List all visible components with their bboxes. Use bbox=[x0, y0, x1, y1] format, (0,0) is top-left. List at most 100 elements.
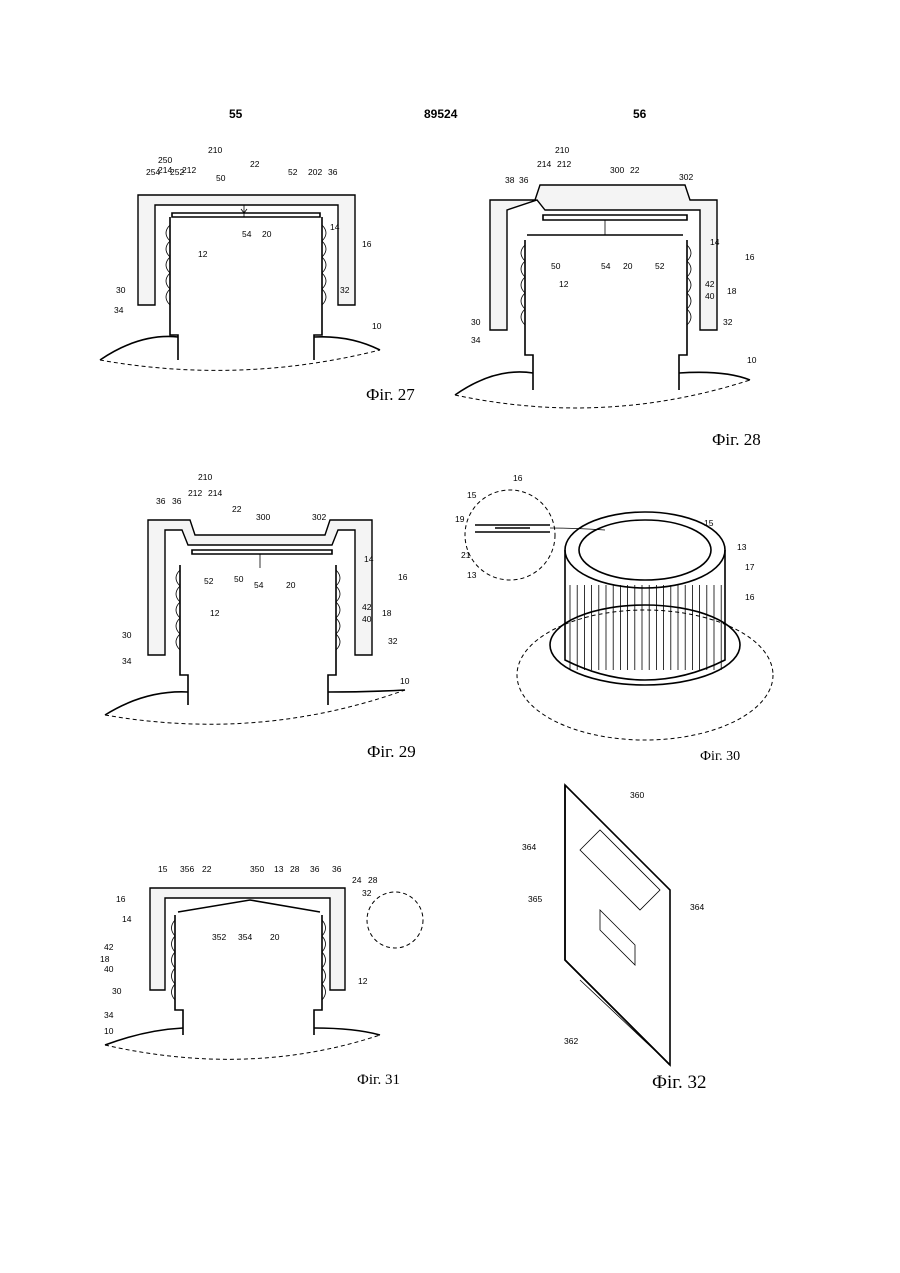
reference-label: 14 bbox=[122, 914, 132, 924]
reference-label: 20 bbox=[286, 580, 296, 590]
reference-label: 20 bbox=[262, 229, 272, 239]
figure-27-drawing: 2102502142122542522250522023614161254203… bbox=[100, 145, 400, 375]
reference-label: 19 bbox=[455, 514, 465, 524]
reference-label: 40 bbox=[705, 291, 715, 301]
reference-label: 352 bbox=[212, 932, 226, 942]
reference-label: 12 bbox=[358, 976, 368, 986]
reference-label: 34 bbox=[471, 335, 481, 345]
reference-label: 54 bbox=[254, 580, 264, 590]
reference-label: 16 bbox=[745, 252, 755, 262]
figure-31-drawing: 1535622350132836362428163214352354204218… bbox=[100, 850, 430, 1070]
figure-28: 2102142123002230238361416505420521242401… bbox=[455, 145, 775, 415]
reference-label: 38 bbox=[505, 175, 515, 185]
reference-label: 50 bbox=[216, 173, 226, 183]
reference-label: 360 bbox=[630, 790, 644, 800]
reference-label: 54 bbox=[242, 229, 252, 239]
reference-label: 34 bbox=[122, 656, 132, 666]
reference-label: 12 bbox=[559, 279, 569, 289]
reference-label: 30 bbox=[116, 285, 126, 295]
reference-label: 40 bbox=[362, 614, 372, 624]
reference-label: 18 bbox=[100, 954, 110, 964]
reference-label: 13 bbox=[274, 864, 284, 874]
reference-label: 302 bbox=[679, 172, 693, 182]
caption-fig-27: Фіг. 27 bbox=[366, 385, 415, 405]
caption-fig-28: Фіг. 28 bbox=[712, 430, 761, 450]
reference-label: 30 bbox=[112, 986, 122, 996]
reference-label: 22 bbox=[232, 504, 242, 514]
reference-label: 36 bbox=[310, 864, 320, 874]
reference-label: 210 bbox=[208, 145, 222, 155]
reference-label: 16 bbox=[362, 239, 372, 249]
reference-label: 50 bbox=[551, 261, 561, 271]
figure-30-drawing: 161519211315131716 bbox=[455, 470, 785, 760]
reference-label: 17 bbox=[745, 562, 755, 572]
reference-label: 36 bbox=[172, 496, 182, 506]
reference-label: 212 bbox=[557, 159, 571, 169]
reference-label: 350 bbox=[250, 864, 264, 874]
reference-label: 15 bbox=[467, 490, 477, 500]
reference-label: 30 bbox=[122, 630, 132, 640]
reference-label: 364 bbox=[522, 842, 536, 852]
reference-label: 14 bbox=[710, 237, 720, 247]
reference-label: 16 bbox=[745, 592, 755, 602]
reference-label: 214 bbox=[208, 488, 222, 498]
reference-label: 16 bbox=[116, 894, 126, 904]
reference-label: 40 bbox=[104, 964, 114, 974]
reference-label: 300 bbox=[610, 165, 624, 175]
reference-label: 16 bbox=[398, 572, 408, 582]
figure-29-drawing: 2102122143636223003021416525054204240181… bbox=[100, 470, 420, 730]
reference-label: 52 bbox=[288, 167, 298, 177]
reference-label: 15 bbox=[704, 518, 714, 528]
reference-label: 10 bbox=[104, 1026, 114, 1036]
reference-label: 254 bbox=[146, 167, 160, 177]
reference-label: 362 bbox=[564, 1036, 578, 1046]
reference-label: 13 bbox=[737, 542, 747, 552]
caption-fig-29: Фіг. 29 bbox=[367, 742, 416, 762]
reference-label: 15 bbox=[158, 864, 168, 874]
reference-label: 36 bbox=[332, 864, 342, 874]
figure-27: 2102502142122542522250522023614161254203… bbox=[100, 145, 400, 375]
reference-label: 50 bbox=[234, 574, 244, 584]
figure-32-drawing: 360 364 365 364 362 bbox=[520, 780, 720, 1080]
reference-label: 30 bbox=[471, 317, 481, 327]
reference-label: 210 bbox=[198, 472, 212, 482]
reference-label: 18 bbox=[727, 286, 737, 296]
reference-label: 364 bbox=[690, 902, 704, 912]
reference-label: 12 bbox=[198, 249, 208, 259]
figure-28-drawing: 2102142123002230238361416505420521242401… bbox=[455, 145, 775, 415]
reference-label: 365 bbox=[528, 894, 542, 904]
reference-label: 34 bbox=[114, 305, 124, 315]
reference-label: 10 bbox=[400, 676, 410, 686]
reference-label: 16 bbox=[513, 473, 523, 483]
reference-label: 13 bbox=[467, 570, 477, 580]
reference-label: 214 bbox=[537, 159, 551, 169]
reference-label: 42 bbox=[705, 279, 715, 289]
reference-label: 252 bbox=[170, 167, 184, 177]
reference-label: 36 bbox=[156, 496, 166, 506]
reference-label: 36 bbox=[328, 167, 338, 177]
reference-label: 14 bbox=[330, 222, 340, 232]
reference-label: 212 bbox=[188, 488, 202, 498]
reference-label: 12 bbox=[210, 608, 220, 618]
reference-label: 202 bbox=[308, 167, 322, 177]
reference-label: 14 bbox=[364, 554, 374, 564]
reference-label: 52 bbox=[655, 261, 665, 271]
page-number-left: 55 bbox=[229, 107, 242, 121]
reference-label: 34 bbox=[104, 1010, 114, 1020]
reference-label: 32 bbox=[723, 317, 733, 327]
figure-29: 2102122143636223003021416525054204240181… bbox=[100, 470, 420, 730]
reference-label: 54 bbox=[601, 261, 611, 271]
reference-label: 250 bbox=[158, 155, 172, 165]
reference-label: 32 bbox=[340, 285, 350, 295]
caption-fig-30: Фіг. 30 bbox=[700, 749, 740, 765]
reference-label: 20 bbox=[623, 261, 633, 271]
reference-label: 22 bbox=[250, 159, 260, 169]
caption-fig-32: Фіг. 32 bbox=[652, 1072, 706, 1094]
patent-number: 89524 bbox=[424, 107, 457, 121]
reference-label: 354 bbox=[238, 932, 252, 942]
grip-ribs bbox=[570, 585, 721, 670]
caption-fig-31: Фіг. 31 bbox=[357, 1072, 400, 1089]
page-number-right: 56 bbox=[633, 107, 646, 121]
reference-label: 22 bbox=[202, 864, 212, 874]
reference-label: 52 bbox=[204, 576, 214, 586]
